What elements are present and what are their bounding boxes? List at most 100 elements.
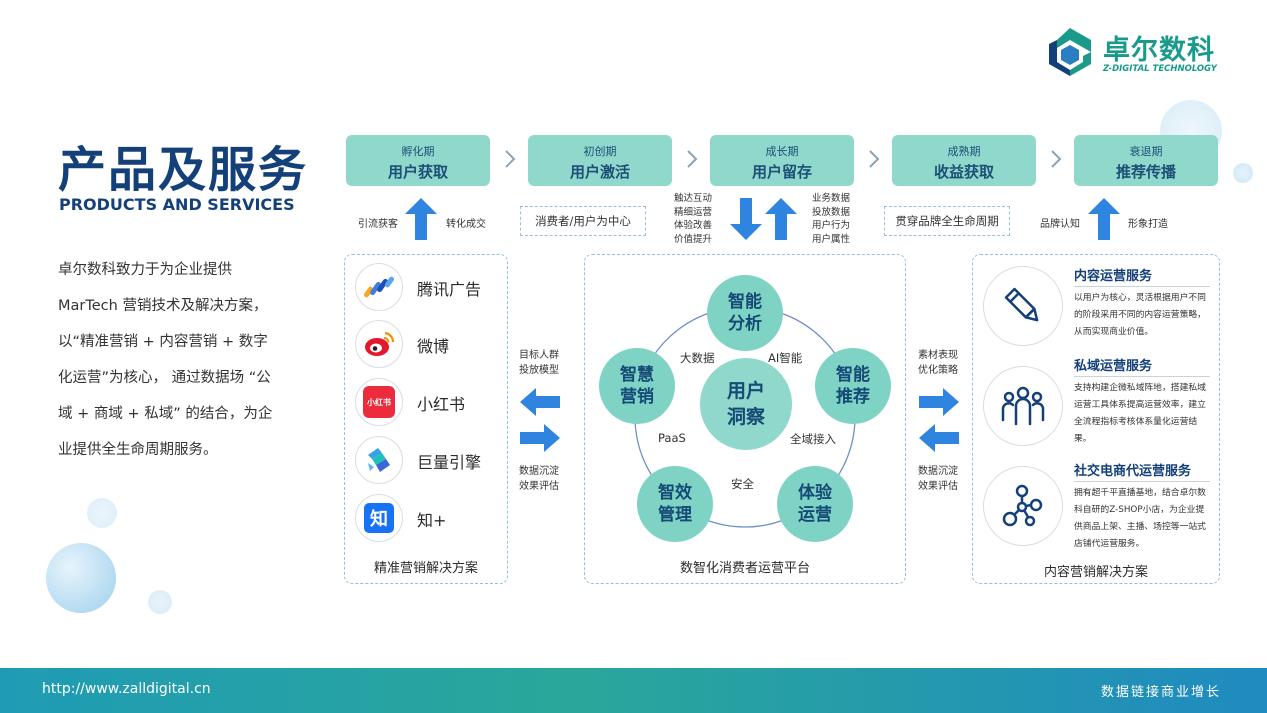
node-smart-recommend: 智能推荐 [815, 348, 891, 424]
node-smart-analysis: 智能分析 [707, 275, 783, 351]
stage-maturity: 成熟期 收益获取 [892, 135, 1036, 186]
zhihu-logo-text: 知 [364, 503, 394, 533]
company-logo: 卓尔数科 Z-DIGITAL TECHNOLOGY [1045, 24, 1230, 82]
stage-goal: 用户获取 [387, 163, 448, 181]
flow-label-brand-awareness: 品牌认知 [1040, 219, 1080, 230]
right-connector-top: 素材表现 优化策略 [918, 348, 958, 378]
left-connector-bottom: 数据沉淀 效果评估 [519, 464, 559, 494]
service-description: 支持构建企微私域阵地，搭建私域运营工具体系提高运营效率，建立全流程指标考核体系量… [1074, 383, 1206, 444]
service-divider [1074, 481, 1210, 482]
node-smart-management: 智效管理 [637, 466, 713, 542]
team-icon [983, 366, 1063, 446]
flow-list-item: 价值提升 [674, 233, 713, 245]
node-label: 智能推荐 [836, 365, 870, 407]
node-smart-marketing: 智慧营销 [599, 348, 675, 424]
flow-list-item: 精细运营 [674, 206, 713, 218]
flow-list-item: 触达互动 [674, 193, 713, 204]
brand-name: 腾讯广告 [417, 280, 482, 299]
precision-marketing-panel [344, 254, 508, 584]
label-ai: AI智能 [768, 351, 803, 365]
connector-text: 目标人群 [519, 350, 559, 361]
brand-tencent-ads: 腾讯广告 [355, 263, 505, 311]
decorative-bubble [1233, 163, 1253, 183]
flow-label-traffic: 引流获客 [358, 219, 398, 230]
brand-name: 巨量引擎 [417, 453, 482, 472]
network-nodes-icon [983, 466, 1063, 546]
right-connector-bottom: 数据沉淀 效果评估 [918, 464, 958, 494]
flow-list-item: 用户属性 [812, 233, 851, 245]
arrow-right-icon [520, 424, 560, 452]
arrow-left-icon [520, 388, 560, 416]
logo-name-en: Z-DIGITAL TECHNOLOGY [1103, 64, 1217, 74]
tencent-ads-icon [355, 263, 403, 311]
connector-text: 素材表现 [918, 350, 958, 361]
precision-marketing-caption: 精准营销解决方案 [373, 561, 478, 576]
label-paas: PaaS [658, 431, 686, 445]
arrow-up-icon [765, 198, 797, 240]
stage-incubation: 孵化期 用户获取 [346, 135, 490, 186]
brand-name: 小红书 [417, 395, 466, 414]
stage-decline: 衰退期 推荐传播 [1074, 135, 1218, 186]
decorative-bubble [87, 498, 117, 528]
consumer-platform-caption: 数智化消费者运营平台 [679, 561, 810, 576]
brand-zhihu: 知 知+ [355, 494, 505, 542]
decorative-bubble [46, 543, 116, 613]
service-title: 社交电商代运营服务 [1074, 464, 1192, 479]
stage-phase: 初创期 [583, 145, 617, 158]
flow-list-item: 业务数据 [812, 193, 851, 204]
arrow-right-icon [919, 388, 959, 416]
chevron-right-icon [1051, 150, 1062, 168]
service-divider [1074, 376, 1210, 377]
stage-phase: 成熟期 [947, 145, 981, 158]
arrow-up-icon [405, 198, 437, 240]
flow-list-item: 投放数据 [812, 206, 851, 218]
flow-list-item: 体验改善 [674, 220, 713, 231]
tag-consumer-centric: 消费者/用户为中心 [520, 206, 646, 236]
arrow-up-icon [1088, 198, 1120, 240]
footer-bar: http://www.zalldigital.cn 数据链接商业增长 [0, 668, 1267, 713]
weibo-icon [355, 320, 403, 368]
stage-goal: 收益获取 [933, 163, 994, 181]
brand-name: 知+ [417, 511, 447, 530]
flow-list-left: 触达互动 精细运营 体验改善 价值提升 [674, 192, 712, 246]
stage-goal: 用户留存 [751, 163, 812, 181]
node-label: 智效管理 [658, 483, 692, 525]
label-big-data: 大数据 [680, 351, 715, 365]
zhihu-icon: 知 [355, 494, 403, 542]
logo-name-cn: 卓尔数科 [1103, 35, 1215, 66]
service-divider [1074, 286, 1210, 287]
service-title: 内容运营服务 [1074, 269, 1153, 284]
arrow-left-icon [919, 424, 959, 452]
stage-goal: 用户激活 [569, 163, 630, 181]
label-security: 安全 [731, 477, 754, 491]
stage-phase: 孵化期 [401, 145, 435, 158]
brand-ocean-engine: 巨量引擎 [355, 436, 505, 484]
flow-list-right: 业务数据 投放数据 用户行为 用户属性 [812, 192, 850, 246]
connector-text: 数据沉淀 [519, 466, 559, 477]
stage-phase: 成长期 [765, 145, 799, 158]
consumer-platform-panel [584, 254, 906, 584]
connector-text: 效果评估 [519, 481, 559, 492]
label-omni-access: 全域接入 [790, 432, 836, 446]
chevron-right-icon [505, 150, 516, 168]
tag-brand-lifecycle: 贯穿品牌全生命周期 [884, 206, 1010, 236]
stage-startup: 初创期 用户激活 [528, 135, 672, 186]
footer-url[interactable]: http://www.zalldigital.cn [42, 681, 211, 697]
brand-xiaohongshu: 小红书 小红书 [355, 378, 505, 426]
chevron-right-icon [869, 150, 880, 168]
arrow-down-icon [730, 198, 762, 240]
xiaohongshu-icon: 小红书 [355, 378, 403, 426]
node-label: 智慧营销 [620, 365, 654, 407]
connector-text: 优化策略 [918, 365, 958, 376]
node-label: 智能分析 [728, 292, 762, 334]
brand-name: 微博 [417, 337, 450, 356]
flow-label-conversion: 转化成交 [446, 219, 486, 230]
stage-phase: 衰退期 [1129, 145, 1163, 158]
node-label: 体验运营 [798, 483, 832, 525]
flow-label-image-building: 形象打造 [1128, 219, 1168, 230]
footer-slogan: 数据链接商业增长 [1100, 685, 1221, 700]
stage-growth: 成长期 用户留存 [710, 135, 854, 186]
left-connector-top: 目标人群 投放模型 [519, 348, 559, 378]
logo-mark-icon [1049, 28, 1091, 76]
intro-paragraph: 卓尔数科致力于为企业提供MarTech 营销技术及解决方案，以“精准营销 + 内… [58, 262, 273, 458]
